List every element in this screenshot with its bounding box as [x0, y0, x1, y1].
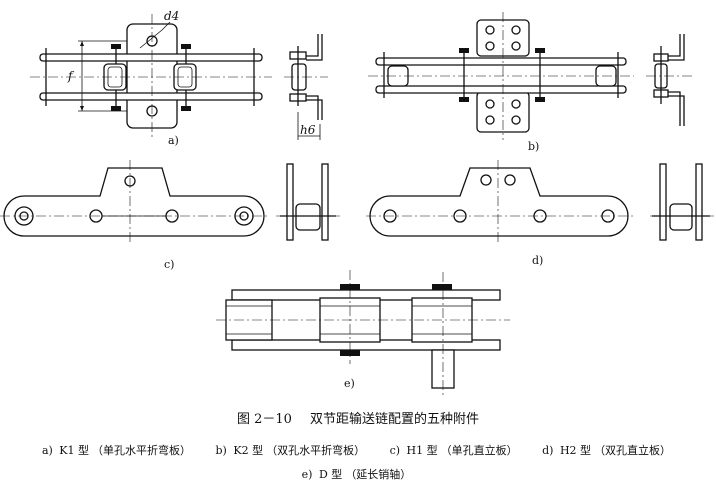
legend-desc-b: （双孔水平折弯板）: [266, 444, 366, 457]
legend-item-d: d) H2 型（双孔直立板）: [542, 444, 674, 457]
legend-item-b: b) K2 型（双孔水平折弯板）: [216, 444, 372, 457]
subfigure-b-label: b): [528, 140, 539, 153]
dim-label-h6: h6: [300, 123, 316, 137]
legend-type-b: K2 型: [233, 444, 264, 457]
subfigure-e-label: e): [344, 377, 355, 390]
subfigure-c-front-view: [0, 160, 268, 244]
caption-legend-row-1: a) K1 型（单孔水平折弯板） b) K2 型（双孔水平折弯板） c) H1 …: [0, 442, 716, 458]
legend-desc-c: （单孔直立板）: [440, 444, 518, 457]
legend-item-c: c) H1 型（单孔直立板）: [390, 444, 525, 457]
legend-desc-d: （双孔直立板）: [594, 444, 672, 457]
dim-label-d4: d4: [164, 9, 179, 23]
legend-letter-b: b): [215, 444, 227, 457]
legend-type-d: H2 型: [559, 444, 592, 457]
legend-desc-e: （延长销轴）: [345, 468, 412, 481]
subfigure-c-label: c): [164, 258, 174, 271]
subfigure-a-side-view: [284, 34, 328, 140]
legend-letter-d: d): [542, 444, 554, 457]
subfigure-c-side-view: [276, 163, 340, 241]
legend-desc-a: （单孔水平折弯板）: [92, 444, 192, 457]
figure-caption: 图 2－10 双节距输送链配置的五种附件: [0, 408, 716, 427]
subfigure-e-view: [216, 270, 510, 396]
legend-item-e: e) D 型（延长销轴）: [302, 468, 415, 481]
dim-label-f: f: [67, 69, 75, 83]
subfigure-d-front-view: [366, 160, 634, 244]
caption-legend-row-2: e) D 型（延长销轴）: [0, 466, 716, 482]
subfigure-a-plan-view: [30, 14, 272, 138]
legend-letter-c: c): [389, 444, 401, 457]
legend-type-a: K1 型: [59, 444, 90, 457]
legend-item-a: a) K1 型（单孔水平折弯板）: [42, 444, 198, 457]
chain-attachment-diagram: .ln { stroke: #111; stroke-width: 1.3; f…: [0, 9, 714, 396]
subfigure-d-label: d): [532, 254, 543, 267]
legend-letter-e: e): [301, 468, 313, 481]
subfigure-b-side-view: [646, 34, 692, 126]
subfigure-a-label: a): [168, 134, 179, 147]
subfigure-b-plan-view: [368, 12, 634, 140]
legend-letter-a: a): [41, 444, 53, 457]
legend-type-c: H1 型: [406, 444, 438, 457]
figure-title: 双节距输送链配置的五种附件: [310, 412, 480, 427]
figure-number: 图 2－10: [236, 412, 292, 427]
subfigure-d-side-view: [650, 163, 714, 241]
legend-type-e: D 型: [318, 468, 343, 481]
